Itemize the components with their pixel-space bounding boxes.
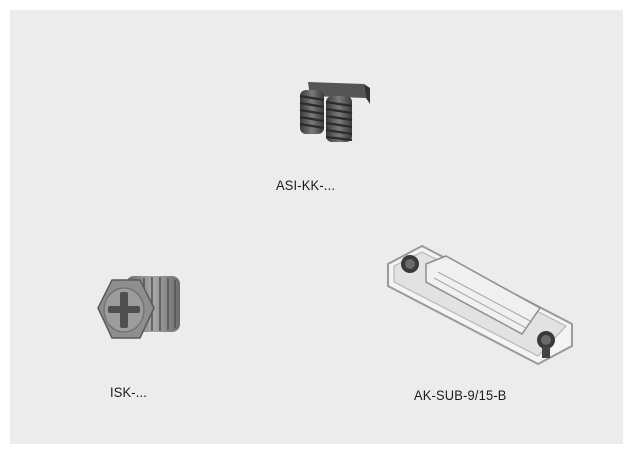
- ak-sub-label: AK-SUB-9/15-B: [414, 387, 507, 403]
- threaded-screw-pair-icon: [299, 82, 370, 142]
- asi-kk-label: ASI-KK-...: [276, 177, 336, 193]
- ak-sub-product-image: [376, 238, 588, 366]
- transparent-connector-cover-icon: [387, 244, 573, 366]
- hex-screw-plug-icon: [97, 276, 180, 339]
- isk-product-image: [82, 266, 190, 354]
- asi-kk-product-image: [290, 76, 372, 144]
- isk-label: ISK-...: [110, 384, 148, 400]
- product-panel: ASI-KK-...: [10, 10, 623, 444]
